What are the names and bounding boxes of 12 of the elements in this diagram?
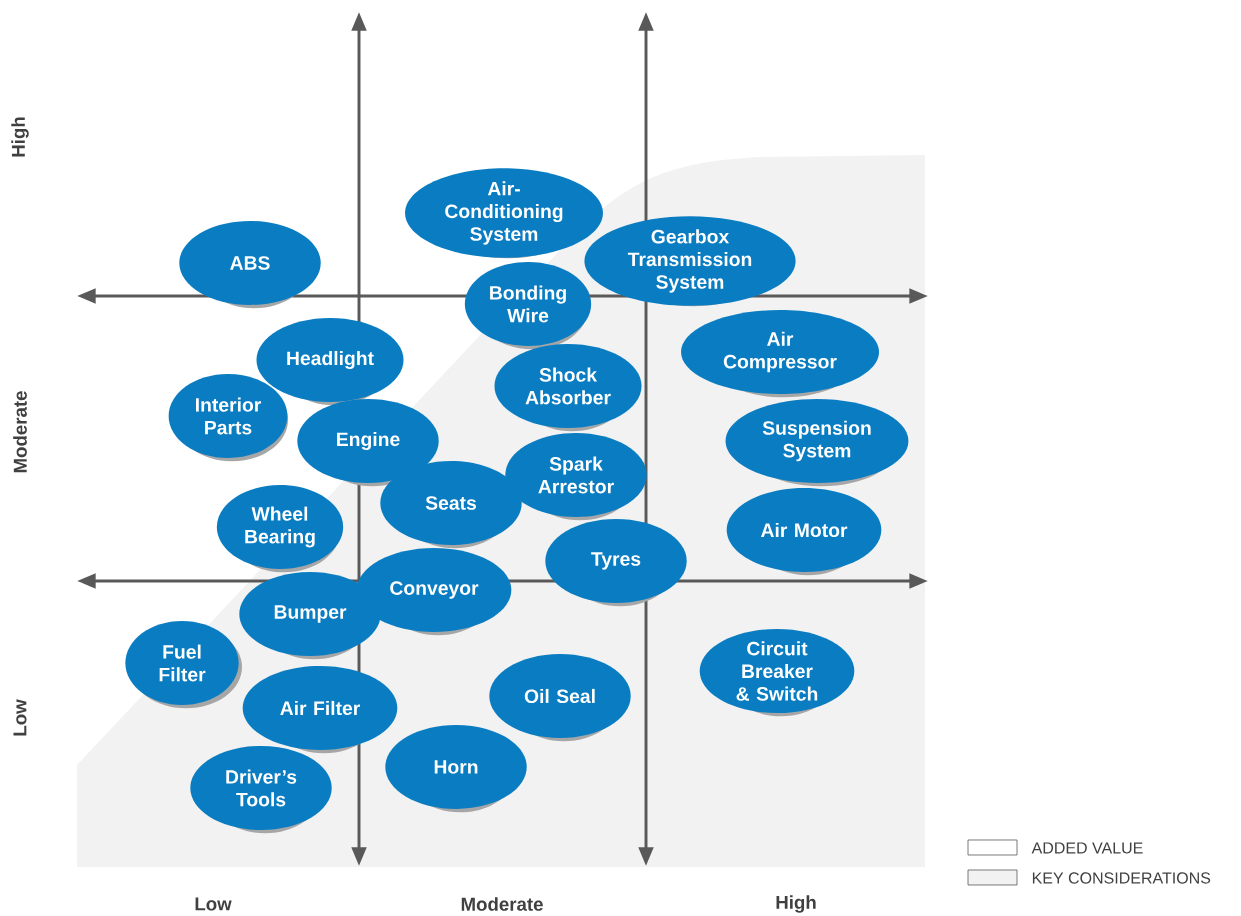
node-label: Conveyor — [390, 581, 479, 599]
axis-label: Moderate — [461, 897, 543, 911]
node-label: Bumper — [274, 605, 347, 623]
node-label: Headlight — [287, 350, 374, 370]
legend-label: ADDED VALUE — [1031, 842, 1143, 854]
axis-label: Low — [195, 897, 232, 911]
axis-label: Moderate — [13, 391, 27, 473]
axis-label: Low — [13, 699, 27, 736]
axis-label: High — [776, 895, 816, 913]
node-label: Spark Arrestor — [538, 456, 614, 494]
legend-label: KEY CONSIDERATIONS — [1032, 872, 1211, 884]
axis-label: High — [11, 117, 29, 157]
